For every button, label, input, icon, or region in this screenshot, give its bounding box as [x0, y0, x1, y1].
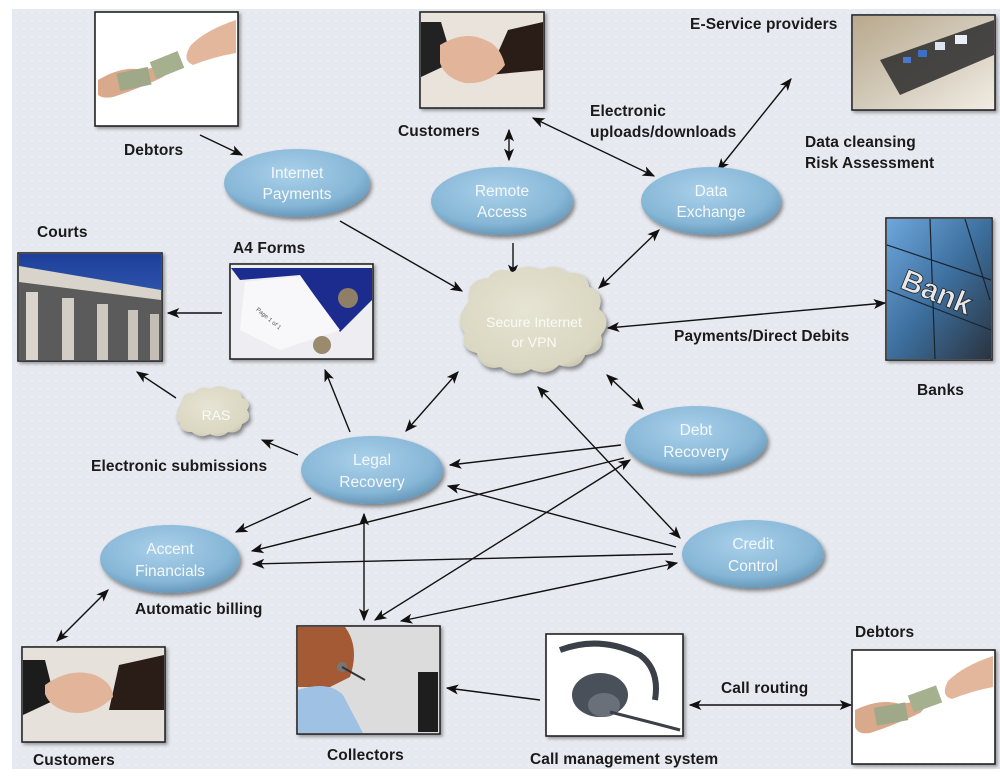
secure-internet-line-1: Secure Internet: [486, 314, 582, 330]
collectors-label: Collectors: [327, 747, 404, 764]
ellipse-shape: [100, 525, 240, 593]
image-node-customers-top[interactable]: Customers: [398, 11, 545, 140]
edge-data-exchange-secure: [598, 229, 660, 289]
edges-layer: [56, 78, 887, 711]
accent-financials-line-1: Accent: [146, 541, 194, 558]
internet-payments-line-2: Payments: [263, 186, 332, 203]
edge-label-uploads-line-1: Electronic: [590, 103, 666, 120]
cloud-node-secure-internet[interactable]: Secure Internet or VPN: [460, 266, 607, 374]
edge-credit-to-legal: [446, 484, 677, 548]
ellipse-shape: [641, 167, 781, 235]
edge-label-call-routing: Call routing: [721, 680, 808, 697]
money-handover-icon: [855, 656, 993, 734]
call-mgmt-label: Call management system: [530, 751, 718, 768]
edge-label-esubmissions: Electronic submissions: [91, 458, 267, 475]
image-node-collectors[interactable]: Collectors: [296, 625, 441, 764]
ellipse-shape: [301, 436, 443, 504]
handshake-icon: [421, 22, 543, 84]
secure-internet-line-2: or VPN: [511, 334, 556, 350]
computer-room-icon: [880, 20, 994, 95]
call-center-agent-icon: [298, 627, 438, 733]
money-handover-icon: [98, 20, 236, 98]
data-exchange-line-1: Data: [695, 183, 728, 200]
customers-top-label: Customers: [398, 123, 480, 140]
edge-label-billing: Automatic billing: [135, 601, 262, 618]
edge-credit-to-accent: [251, 553, 674, 569]
process-node-accent-financials[interactable]: Accent Financials: [100, 525, 240, 593]
image-node-debtors-top[interactable]: Debtors: [94, 11, 239, 159]
cloud-shape: [176, 386, 250, 437]
edge-customers-data-exchange: [531, 117, 656, 177]
banks-label: Banks: [917, 382, 964, 399]
ellipse-shape: [431, 167, 573, 235]
image-node-customers-bottom[interactable]: Customers: [21, 646, 166, 769]
edge-ras-to-courts: [135, 371, 177, 399]
debt-recovery-line-2: Recovery: [663, 444, 729, 461]
ellipse-shape: [224, 149, 370, 217]
edge-debtors-to-internet-payments: [199, 134, 244, 156]
debtors-bottom-label: Debtors: [855, 624, 914, 641]
image-node-courts[interactable]: Courts: [17, 224, 163, 362]
edge-label-cleansing-line-2: Risk Assessment: [805, 155, 934, 172]
process-node-data-exchange[interactable]: Data Exchange: [641, 167, 781, 235]
a4forms-label: A4 Forms: [233, 240, 305, 257]
edge-customers-accent: [56, 589, 109, 642]
cloud-shape: [460, 266, 607, 374]
process-node-credit-control[interactable]: Credit Control: [682, 520, 824, 588]
accent-financials-line-2: Financials: [135, 563, 205, 580]
edge-label-payments: Payments/Direct Debits: [674, 328, 849, 345]
edge-legal-to-ras: [260, 439, 299, 456]
remote-access-line-2: Access: [477, 204, 527, 221]
process-node-debt-recovery[interactable]: Debt Recovery: [625, 406, 767, 474]
credit-control-line-1: Credit: [732, 536, 774, 553]
edge-debt-recovery-secure: [606, 374, 644, 410]
edge-legal-to-a4forms: [324, 368, 351, 433]
edge-label-cleansing-line-1: Data cleansing: [805, 134, 916, 151]
ras-label: RAS: [202, 407, 231, 423]
process-node-legal-recovery[interactable]: Legal Recovery: [301, 436, 443, 504]
image-node-eservice[interactable]: E-Service providers: [690, 14, 996, 111]
legal-recovery-line-2: Recovery: [339, 474, 405, 491]
legal-recovery-line-1: Legal: [353, 452, 391, 469]
ellipse-shape: [682, 520, 824, 588]
edge-internet-payments-to-secure: [339, 220, 464, 292]
internet-payments-line-1: Internet: [271, 165, 324, 182]
debtors-top-label: Debtors: [124, 142, 183, 159]
headset-icon: [558, 640, 681, 732]
image-node-debtors-bottom[interactable]: Debtors: [851, 624, 996, 765]
remote-access-line-1: Remote: [475, 183, 529, 200]
credit-control-line-2: Control: [728, 558, 778, 575]
edge-label-uploads-line-2: uploads/downloads: [590, 124, 736, 141]
customers-bottom-label: Customers: [33, 752, 115, 769]
eservice-label: E-Service providers: [690, 16, 838, 33]
edge-eservice-data-exchange: [717, 78, 792, 171]
binder-forms-icon: Page 1 of 1: [231, 268, 372, 354]
image-node-call-management[interactable]: Call management system: [530, 633, 718, 768]
image-node-banks[interactable]: Bank Banks: [885, 217, 993, 399]
process-node-internet-payments[interactable]: Internet Payments: [224, 149, 370, 217]
data-exchange-line-2: Exchange: [677, 204, 746, 221]
handshake-icon: [23, 655, 164, 715]
photo-bg: [887, 219, 991, 359]
process-node-remote-access[interactable]: Remote Access: [431, 167, 573, 235]
edge-legal-to-accent: [234, 497, 312, 533]
edge-call-mgmt-to-collectors: [445, 684, 541, 701]
edge-legal-secure: [405, 371, 459, 432]
edge-banks-secure: [606, 298, 887, 333]
courts-label: Courts: [37, 224, 88, 241]
debt-recovery-line-1: Debt: [680, 422, 713, 439]
courthouse-icon: [19, 266, 161, 360]
cloud-node-ras[interactable]: RAS: [176, 386, 250, 437]
ellipse-shape: [625, 406, 767, 474]
edge-collectors-credit: [399, 560, 679, 624]
image-node-a4forms[interactable]: Page 1 of 1 A4 Forms: [229, 240, 374, 360]
